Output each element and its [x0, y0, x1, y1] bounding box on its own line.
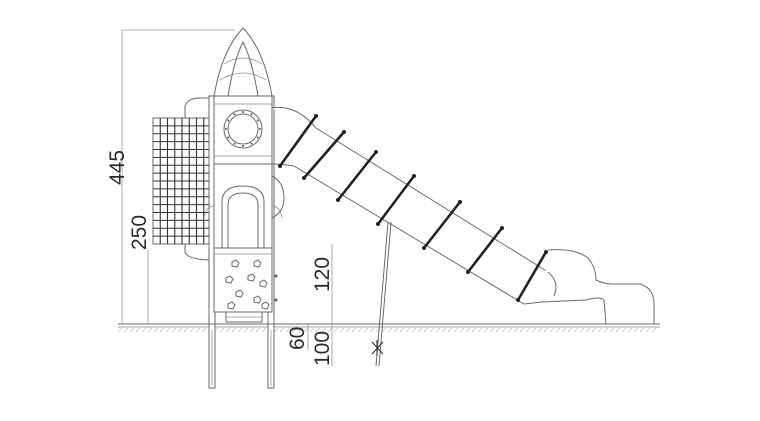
foundation-depth-label: 60 [286, 327, 309, 350]
slide-support-post [371, 221, 392, 367]
tube-slide [271, 106, 655, 325]
dimension-foundation-depth: 60 [286, 324, 309, 350]
deck-height-label: 250 [128, 215, 151, 250]
dimension-overall-height: 445 [106, 29, 235, 324]
overall-height-label: 445 [106, 150, 129, 185]
ground-line [117, 323, 660, 333]
climbing-wall [213, 247, 278, 323]
tower-lower-panel [203, 163, 285, 249]
wall-height-label: 120 [311, 257, 334, 292]
rocket-nose-cone [213, 27, 273, 97]
post-depth-label: 100 [311, 331, 334, 366]
dimension-post-depth: 100 [311, 324, 334, 366]
dimension-deck-height: 250 [128, 215, 151, 324]
dimension-wall-height: 120 [311, 244, 334, 324]
climbing-net-panel [152, 97, 213, 261]
tower-upper-panel [213, 95, 273, 165]
